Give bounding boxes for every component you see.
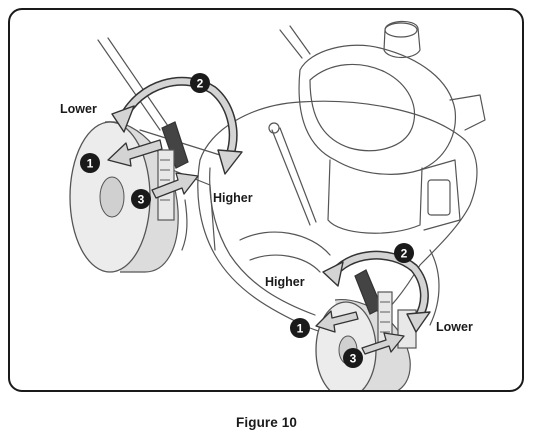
svg-text:3: 3 [350,352,357,366]
callout-2-right: 2 [394,243,414,263]
callout-1-right: 1 [290,318,310,338]
label-higher-center: Higher [213,191,253,205]
label-higher-right: Higher [265,275,305,289]
svg-text:2: 2 [197,77,204,91]
pull-arrow-right [315,310,359,333]
callout-1-left: 1 [80,153,100,173]
svg-text:1: 1 [297,322,304,336]
figure-frame: 1 2 3 2 1 3 Lower Higher Higher Lower [8,8,524,392]
label-lower-left: Lower [60,102,97,116]
svg-text:2: 2 [401,247,408,261]
callout-3-left: 3 [131,189,151,209]
label-lower-right: Lower [436,320,473,334]
adjust-arc-arrow-right [322,250,431,333]
lawn-mower-illustration: 1 2 3 2 1 3 [69,20,486,390]
callout-3-right: 3 [343,348,363,368]
pull-arrow-left [107,139,163,167]
svg-text:1: 1 [87,157,94,171]
push-arrow-right [361,332,405,355]
adjust-arc-arrow-left [111,76,243,175]
callout-2-left: 2 [190,73,210,93]
figure-caption: Figure 10 [236,415,297,430]
push-arrow-left [151,172,199,199]
mower-body [97,20,486,337]
svg-text:3: 3 [138,193,145,207]
